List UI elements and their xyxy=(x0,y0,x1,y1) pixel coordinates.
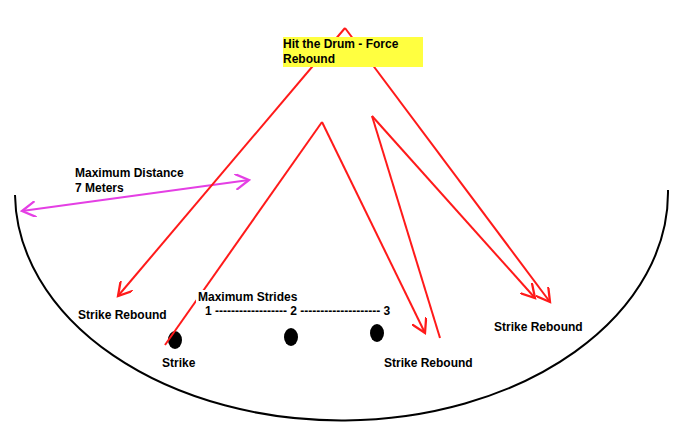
rebound-line xyxy=(118,28,345,296)
stride-dot xyxy=(284,328,298,346)
stride-dot xyxy=(168,331,182,349)
drum-caption: Hit the Drum - Force Rebound xyxy=(283,37,423,67)
drum-cylinder: Hit the Drum - Force Rebound xyxy=(252,5,435,201)
diagram-label: 1 ------------------ 2 -----------------… xyxy=(203,304,392,318)
court-arc xyxy=(15,190,668,420)
diagram-label: Maximum Strides xyxy=(196,290,299,304)
cylinder-top xyxy=(253,9,434,35)
rebound-line xyxy=(322,122,425,333)
diagram-label: 7 Meters xyxy=(73,181,126,195)
diagram-label: Strike Rebound xyxy=(492,320,585,334)
cylinder-outline xyxy=(252,5,435,201)
diagram-label: Strike Rebound xyxy=(382,356,475,370)
rebound-line xyxy=(345,28,550,302)
diagram-label: Strike Rebound xyxy=(76,308,169,322)
stride-dot xyxy=(370,324,384,342)
cylinder-body xyxy=(253,22,434,199)
rebound-line xyxy=(372,116,535,298)
distance-arrow xyxy=(22,180,249,211)
diagram-label: Maximum Distance xyxy=(73,166,186,180)
diagram-label: Strike xyxy=(160,356,197,370)
